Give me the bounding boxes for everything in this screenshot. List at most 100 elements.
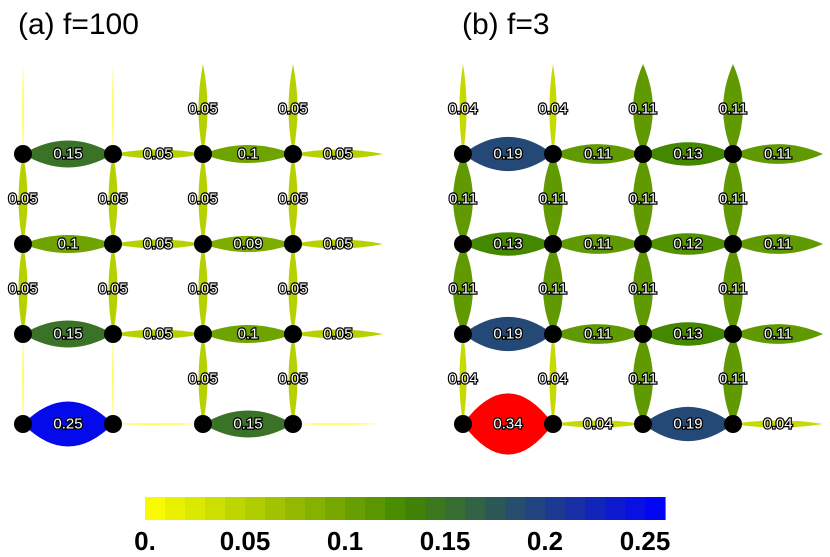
- edge-lens: [633, 244, 653, 334]
- edge-lens: [203, 145, 293, 163]
- graph-node: [544, 325, 562, 343]
- edge-lens: [733, 144, 823, 164]
- edge-lens: [463, 232, 553, 256]
- edge-lens: [288, 154, 298, 244]
- edge-label: 0.1: [58, 236, 79, 253]
- panel-a-title: (a) f=100: [18, 8, 139, 41]
- graph-node: [194, 325, 212, 343]
- edge-label: 0.05: [98, 281, 127, 298]
- colorbar-swatch: [345, 497, 366, 520]
- edge-label: 0.11: [719, 101, 747, 118]
- edge-label: 0.05: [143, 236, 172, 253]
- colorbar-swatch: [325, 497, 346, 520]
- graph-node: [454, 235, 472, 253]
- graph-node: [454, 415, 472, 433]
- colorbar-tick-label: 0.1: [327, 526, 363, 556]
- colorbar-swatch: [185, 497, 206, 520]
- edge-label: 0.05: [188, 101, 217, 118]
- graph-node: [14, 325, 32, 343]
- graph-node: [454, 145, 472, 163]
- edge-lens: [108, 244, 118, 334]
- edge-lens: [723, 154, 743, 244]
- graph-node: [104, 415, 122, 433]
- colorbar-swatch: [265, 497, 286, 520]
- colorbar-swatch: [545, 497, 566, 520]
- edge-lens: [288, 334, 298, 424]
- edge-lens: [288, 244, 298, 334]
- edge-label: 0.05: [278, 281, 307, 298]
- colorbar-swatch: [225, 497, 246, 520]
- edge-lens: [543, 154, 563, 244]
- edge-lens: [463, 316, 553, 352]
- colorbar-swatch: [565, 497, 586, 520]
- graph-node: [104, 145, 122, 163]
- edge-label: 0.13: [493, 236, 522, 253]
- edge-label: 0.11: [584, 326, 612, 343]
- edge-lens: [293, 149, 383, 159]
- panel-b-title: (b) f=3: [462, 8, 550, 41]
- edge-lens: [723, 64, 743, 154]
- edge-label: 0.04: [448, 101, 477, 118]
- edge-lens: [198, 64, 208, 154]
- edge-lens: [203, 410, 293, 438]
- edge-lens: [198, 154, 208, 244]
- graph-node: [284, 325, 302, 343]
- graph-node: [634, 415, 652, 433]
- edge-label: 0.05: [8, 281, 37, 298]
- edge-label: 0.05: [323, 326, 352, 343]
- graph-node: [284, 235, 302, 253]
- edge-lens: [643, 322, 733, 346]
- edge-lens: [23, 401, 113, 447]
- graph-node: [544, 235, 562, 253]
- edge-lens: [293, 239, 383, 249]
- edge-lens: [203, 325, 293, 343]
- edge-label: 0.15: [53, 146, 82, 163]
- edge-label: 0.11: [764, 236, 792, 253]
- edge-label: 0.05: [278, 371, 307, 388]
- edge-label: 0.1: [238, 326, 259, 343]
- colorbar-swatch: [305, 497, 326, 520]
- edge-lens: [453, 154, 473, 244]
- edge-lens: [463, 136, 553, 172]
- colorbar-swatch: [385, 497, 406, 520]
- edge-lens: [549, 64, 557, 154]
- edge-label: 0.05: [188, 281, 217, 298]
- colorbar-swatch: [525, 497, 546, 520]
- edge-label: 0.11: [719, 191, 747, 208]
- edge-lens: [23, 235, 113, 253]
- edge-label: 0.11: [629, 101, 657, 118]
- edge-lens: [113, 239, 203, 249]
- edge-lens: [203, 235, 293, 253]
- edge-lens: [22, 334, 24, 424]
- edge-label: 0.1: [238, 146, 259, 163]
- edge-label: 0.25: [53, 416, 82, 433]
- edge-lens: [553, 324, 643, 344]
- edge-lens: [643, 233, 733, 255]
- graph-node: [284, 145, 302, 163]
- colorbar-swatch: [365, 497, 386, 520]
- edge-lens: [113, 329, 203, 339]
- colorbar-swatch: [445, 497, 466, 520]
- edge-lens: [733, 420, 823, 428]
- edge-lens: [723, 244, 743, 334]
- edge-lens: [463, 393, 553, 455]
- edge-label: 0.11: [629, 281, 657, 298]
- edge-label: 0.11: [764, 146, 792, 163]
- edge-label: 0.15: [53, 326, 82, 343]
- graph-node: [634, 145, 652, 163]
- edge-label: 0.19: [493, 146, 522, 163]
- edge-lens: [633, 64, 653, 154]
- edge-label: 0.11: [719, 371, 747, 388]
- edge-label: 0.11: [449, 281, 477, 298]
- graph-node: [544, 415, 562, 433]
- edge-label: 0.13: [673, 146, 702, 163]
- colorbar-tick-label: 0.05: [220, 526, 271, 556]
- colorbar-swatch: [145, 497, 166, 520]
- colorbar-swatch: [625, 497, 646, 520]
- edge-label: 0.12: [673, 236, 702, 253]
- colorbar-swatch: [165, 497, 186, 520]
- graph-node: [14, 415, 32, 433]
- edge-label: 0.11: [584, 146, 612, 163]
